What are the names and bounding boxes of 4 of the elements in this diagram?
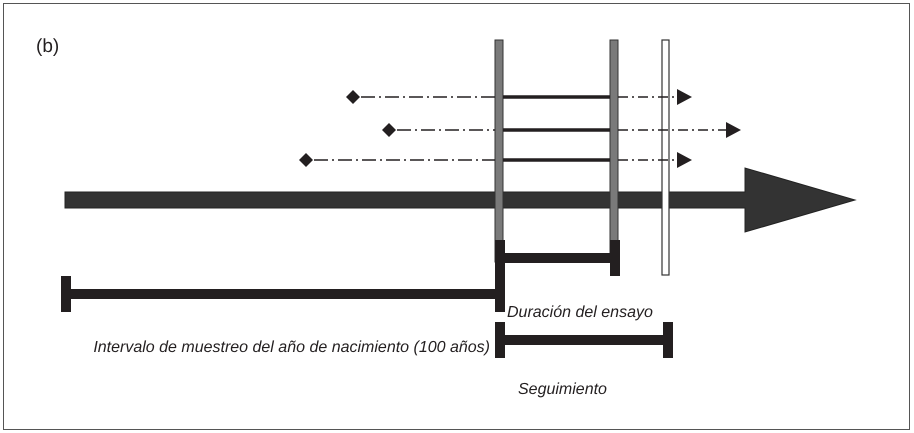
bracket-label: Intervalo de muestreo del año de nacimiento (100 años)	[93, 338, 490, 358]
panel-label: (b)	[36, 36, 60, 59]
bracket-label: Seguimiento	[518, 380, 607, 400]
bracket-label: Duración del ensayo	[507, 303, 653, 322]
